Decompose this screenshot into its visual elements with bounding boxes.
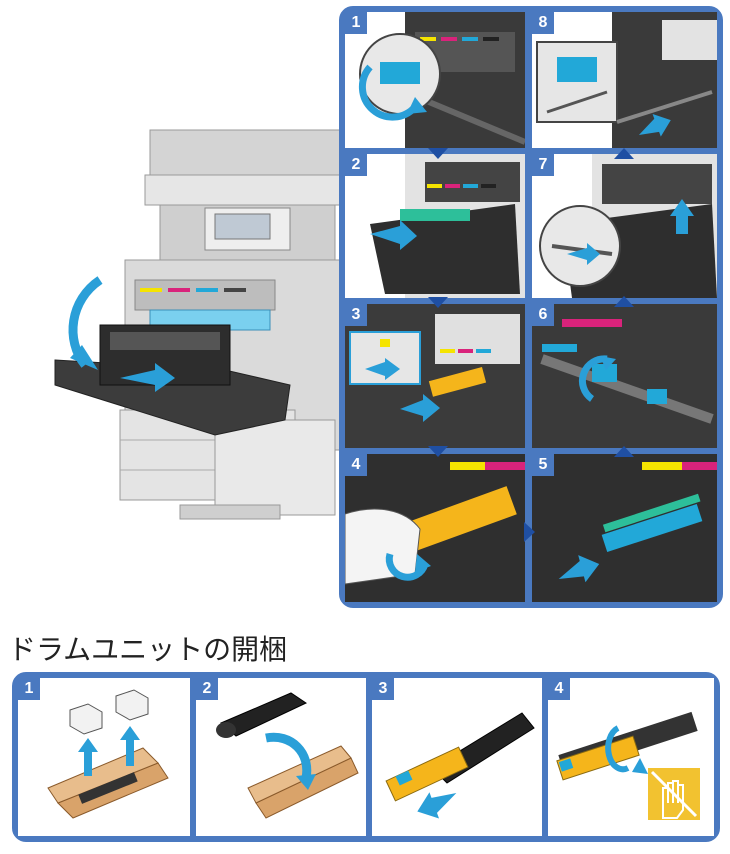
step-number: 8: [532, 12, 554, 34]
replacement-step-8: 8: [532, 12, 717, 148]
step-number: 3: [372, 678, 394, 700]
flow-arrow-icon: [614, 148, 634, 159]
step-number: 2: [345, 154, 367, 176]
flow-arrow-icon: [614, 296, 634, 307]
flow-arrow-icon: [428, 148, 448, 159]
step-number: 4: [548, 678, 570, 700]
replacement-step-6: 6: [532, 304, 717, 448]
replacement-step-7: 7: [532, 154, 717, 298]
unpack-step-2: 2: [196, 678, 366, 836]
step-number: 1: [345, 12, 367, 34]
flow-arrow-icon: [614, 446, 634, 457]
flow-arrow-icon: [428, 446, 448, 457]
step-number: 1: [18, 678, 40, 700]
unpack-step-3: 3: [372, 678, 542, 836]
replacement-step-5: 5: [532, 454, 717, 602]
replacement-step-4: 4: [345, 454, 525, 602]
unpack-step-4: 4: [548, 678, 714, 836]
step-number: 5: [532, 454, 554, 476]
caution-hand-icon: [648, 768, 700, 820]
unpack-step-1: 1: [18, 678, 190, 836]
section-title: ドラムユニットの開梱: [8, 633, 288, 666]
step-number: 6: [532, 304, 554, 326]
step-number: 4: [345, 454, 367, 476]
flow-arrow-icon: [524, 522, 535, 542]
replacement-step-1: 1: [345, 12, 525, 148]
step-number: 2: [196, 678, 218, 700]
flow-arrow-icon: [428, 297, 448, 308]
step-number: 3: [345, 304, 367, 326]
step-number: 7: [532, 154, 554, 176]
replacement-step-3: 3: [345, 304, 525, 448]
printer-illustration: [54, 129, 340, 520]
replacement-step-2: 2: [345, 154, 525, 298]
